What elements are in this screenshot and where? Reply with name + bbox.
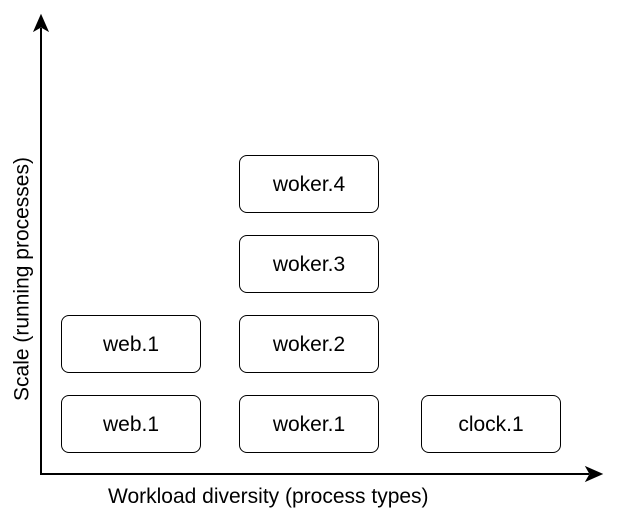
x-axis-arrow-icon — [584, 465, 604, 483]
process-box-clock-1: clock.1 — [421, 395, 561, 453]
process-box-worker-4: woker.4 — [239, 155, 379, 213]
process-box-worker-3: woker.3 — [239, 235, 379, 293]
process-box-web-2: web.1 — [61, 315, 201, 373]
process-box-worker-1: woker.1 — [239, 395, 379, 453]
process-box-web-1: web.1 — [61, 395, 201, 453]
y-axis-arrow-icon — [32, 13, 50, 33]
x-axis-label: Workload diversity (process types) — [108, 485, 429, 508]
process-box-worker-2: woker.2 — [239, 315, 379, 373]
y-axis-label: Scale (running processes) — [10, 157, 34, 401]
